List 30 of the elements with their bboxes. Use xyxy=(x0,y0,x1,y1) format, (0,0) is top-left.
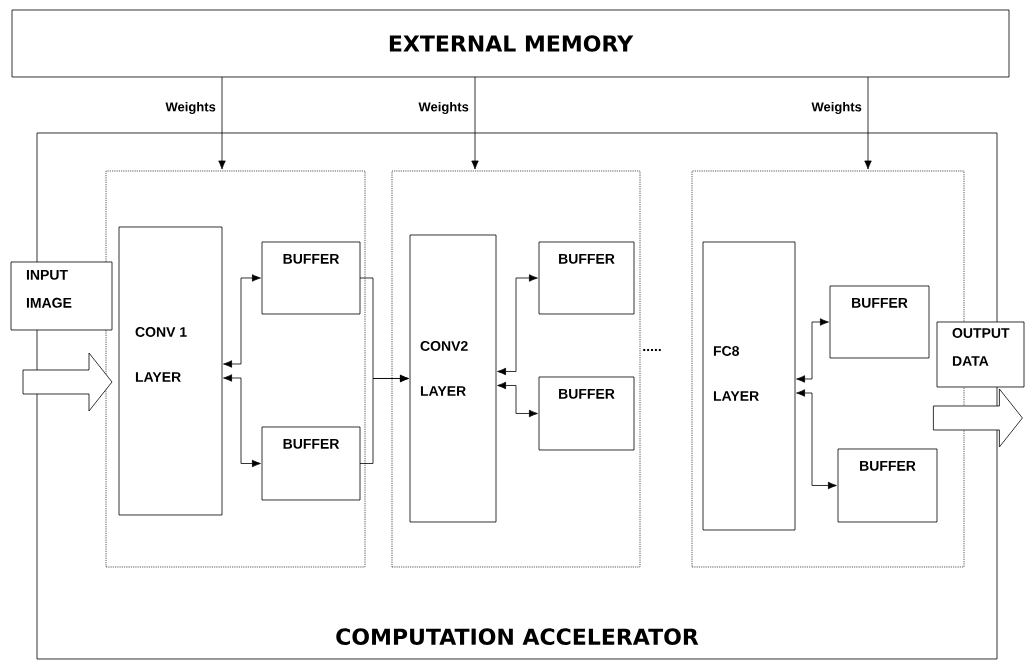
arrow xyxy=(497,381,538,418)
buffer-box: BUFFER xyxy=(837,448,938,523)
arrow xyxy=(864,76,872,170)
arrow xyxy=(796,318,829,383)
arrow xyxy=(796,389,837,490)
io-label-box: OUTPUT DATA xyxy=(936,321,1025,388)
buffer-box: BUFFER xyxy=(829,285,930,359)
buffer-box: BUFFER xyxy=(261,426,361,501)
edge-label: Weights xyxy=(164,100,217,116)
edge-label: Weights xyxy=(810,100,863,116)
title-box: EXTERNAL MEMORY xyxy=(11,9,1010,78)
io-label-box: INPUT IMAGE xyxy=(10,261,113,331)
arrow xyxy=(218,76,226,170)
edge-label: Weights xyxy=(417,100,470,116)
buffer-box: BUFFER xyxy=(261,241,361,315)
layer-box: FC8 LAYER xyxy=(702,241,796,531)
arrow xyxy=(359,374,409,464)
arrow xyxy=(471,76,479,170)
block-arrow xyxy=(22,352,113,412)
ellipsis-label: ..... xyxy=(643,348,661,352)
buffer-box: BUFFER xyxy=(538,241,635,315)
block-arrow xyxy=(933,388,1023,448)
layer-box: CONV2 LAYER xyxy=(409,234,497,523)
arrow xyxy=(497,274,538,376)
arrow xyxy=(223,374,261,468)
layer-group-box xyxy=(105,170,366,568)
arrow xyxy=(223,274,261,368)
buffer-box: BUFFER xyxy=(538,376,635,451)
layer-group-box xyxy=(391,170,641,568)
layer-box: CONV 1 LAYER xyxy=(118,226,223,516)
